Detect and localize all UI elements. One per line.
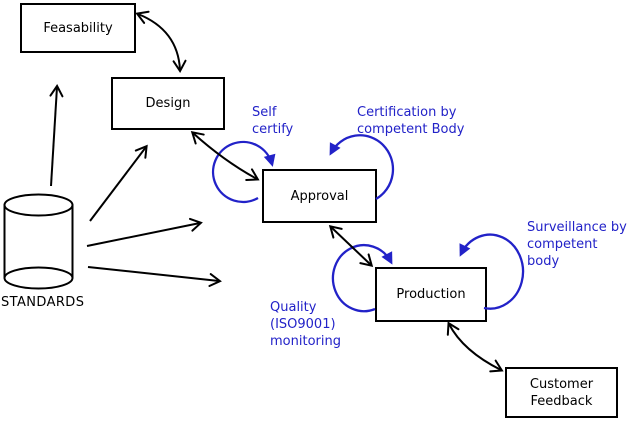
cylinder-top-ellipse <box>3 193 74 217</box>
node-feasability: Feasability <box>20 3 136 53</box>
edge-approval-production <box>328 224 374 268</box>
edge-design-approval <box>190 131 260 181</box>
node-design: Design <box>111 77 225 130</box>
cylinder-bottom-ellipse <box>3 266 74 290</box>
annotation-quality-monitoring: Quality (ISO9001) monitoring <box>270 300 341 349</box>
node-standards-cylinder <box>3 193 74 290</box>
annotation-certification: Certification by competent Body <box>357 105 465 137</box>
node-customer-feedback: Customer Feedback <box>505 367 618 418</box>
edge-standards-to-design <box>89 144 148 222</box>
node-production: Production <box>375 267 487 322</box>
annotation-surveillance: Surveillance by competent body <box>527 220 627 269</box>
edge-production-customer-feedback <box>446 321 504 373</box>
node-approval: Approval <box>262 169 377 223</box>
edge-standards-to-feasability <box>49 84 64 187</box>
edge-feasability-design <box>135 10 187 73</box>
edge-standards-to-production <box>87 266 222 288</box>
edge-standards-to-approval <box>86 217 203 247</box>
node-standards-label: STANDARDS <box>1 295 85 310</box>
annotation-self-certify: Self certify <box>252 105 294 137</box>
